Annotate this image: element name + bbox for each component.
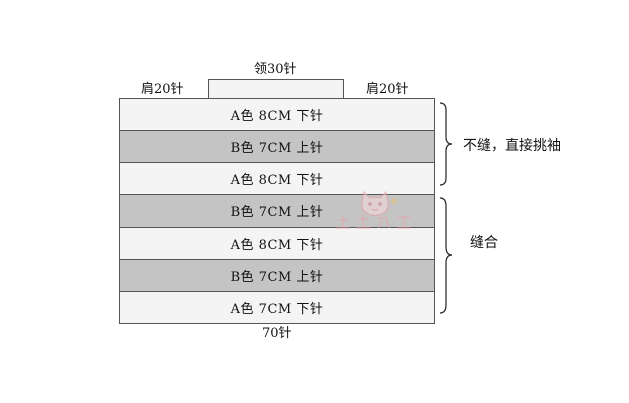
stripe-row: B色 7CM 上针 bbox=[120, 130, 434, 163]
collar-block bbox=[208, 79, 344, 98]
cartoon-cat-watermark-icon bbox=[336, 190, 410, 229]
right-shoulder-stitch-label: 肩20针 bbox=[366, 82, 409, 97]
lower-brace-note: 缝合 bbox=[470, 235, 498, 251]
stripe-row: B色 7CM 上针 bbox=[120, 258, 434, 291]
upper-curly-brace-icon bbox=[439, 102, 453, 186]
stripe-row: A色 8CM 下针 bbox=[120, 226, 434, 259]
upper-brace-note: 不缝，直接挑袖 bbox=[463, 138, 561, 154]
collar-stitch-label: 领30针 bbox=[254, 62, 297, 77]
stripe-row: A色 8CM 下针 bbox=[120, 99, 434, 131]
left-shoulder-stitch-label: 肩20针 bbox=[141, 82, 184, 97]
lower-curly-brace-icon bbox=[439, 197, 453, 314]
bottom-stitch-label: 70针 bbox=[262, 326, 292, 341]
stripe-row: A色 7CM 下针 bbox=[120, 290, 434, 323]
stripe-row: A色 8CM 下针 bbox=[120, 162, 434, 195]
